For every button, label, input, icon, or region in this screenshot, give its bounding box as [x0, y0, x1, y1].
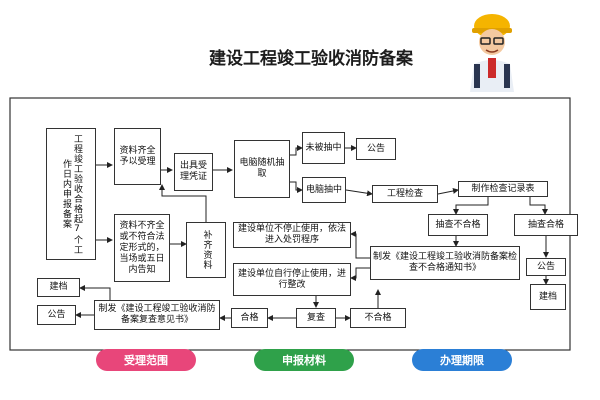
announce2-box: 公告 [526, 258, 566, 276]
cert-box: 出具受理凭证 [174, 153, 213, 191]
review-opinion-box: 制发《建设工程竣工验收消防备案复查意见书》 [94, 300, 220, 330]
notice-box: 制发《建设工程竣工验收消防备案检查不合格通知书》 [370, 246, 520, 280]
not-selected-box: 未被抽中 [302, 132, 345, 164]
unqualified-box: 不合格 [350, 308, 406, 328]
announce-box: 公告 [356, 138, 396, 160]
record-box: 制作检查记录表 [458, 181, 548, 197]
supplement-box: 补齐资料 [186, 222, 226, 278]
tab-scope[interactable]: 受理范围 [96, 349, 196, 371]
page-title: 建设工程竣工验收消防备案 [209, 49, 413, 69]
stop-use-box: 建设单位不停止使用，依法进入处罚程序 [233, 222, 351, 248]
self-stop-box: 建设单位自行停止使用，进行整改 [233, 263, 351, 296]
recheck-box: 复查 [296, 308, 336, 328]
inspect-box: 工程检查 [372, 185, 438, 203]
pass-check-box: 抽查合格 [514, 214, 578, 236]
announce3-box: 公告 [37, 305, 76, 325]
archive2-box: 建档 [530, 284, 566, 310]
incomplete-box: 资料不齐全或不符合法定形式的，当场或五日内告知 [114, 214, 170, 282]
construction-worker-icon [470, 14, 514, 92]
qualified-box: 合格 [231, 308, 268, 328]
fail-check-box: 抽查不合格 [428, 214, 488, 236]
archive-box: 建档 [37, 278, 80, 297]
selected-box: 电脑抽中 [302, 177, 346, 203]
random-box: 电脑随机抽取 [234, 140, 290, 198]
report-box: 工程竣工验收合格起7个工作日内申报备案 [46, 128, 96, 260]
tab-materials[interactable]: 申报材料 [254, 349, 354, 371]
tab-deadline[interactable]: 办理期限 [412, 349, 512, 371]
complete-box: 资料齐全予以受理 [114, 128, 161, 185]
